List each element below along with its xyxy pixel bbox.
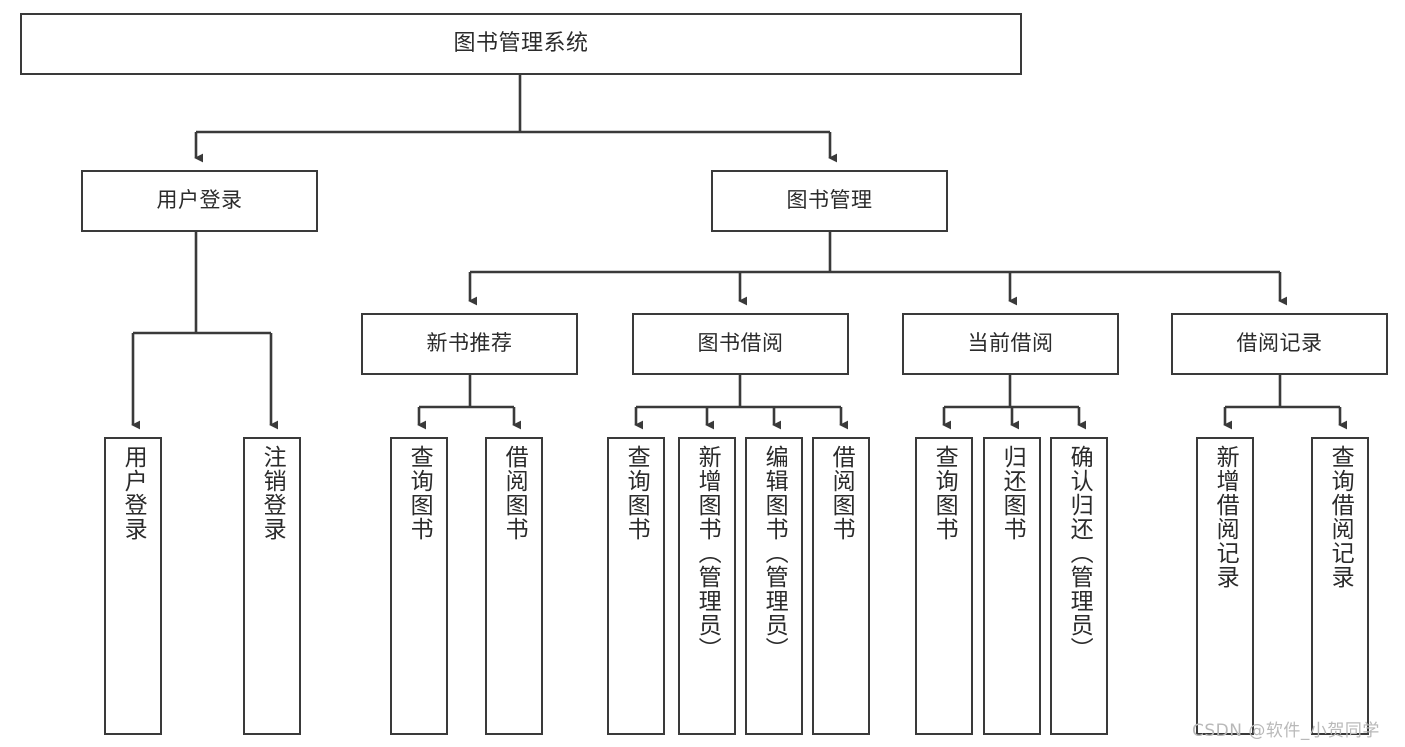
leaf-book-borrow-edit[interactable]: 编辑图书（管理员） — [745, 437, 803, 735]
node-label: 借阅图书 — [828, 445, 855, 541]
node-label: 借阅图书 — [501, 445, 528, 541]
leaf-current-borrow-query[interactable]: 查询图书 — [915, 437, 973, 735]
leaf-book-borrow-borrow[interactable]: 借阅图书 — [812, 437, 870, 735]
node-label: 查询图书 — [623, 445, 650, 541]
node-book-borrow[interactable]: 图书借阅 — [632, 313, 849, 375]
node-label: 编辑图书（管理员） — [761, 445, 788, 661]
node-new-book-recommend[interactable]: 新书推荐 — [361, 313, 578, 375]
node-label: 图书管理 — [786, 188, 873, 213]
node-label: 查询图书 — [406, 445, 433, 541]
leaf-book-borrow-add[interactable]: 新增图书（管理员） — [678, 437, 736, 735]
leaf-book-borrow-query[interactable]: 查询图书 — [607, 437, 665, 735]
leaf-current-borrow-return[interactable]: 归还图书 — [983, 437, 1041, 735]
node-label: 确认归还（管理员） — [1066, 445, 1093, 661]
leaf-current-borrow-confirm-return[interactable]: 确认归还（管理员） — [1050, 437, 1108, 735]
node-label: 图书管理系统 — [453, 30, 589, 56]
node-label: 用户登录 — [156, 188, 243, 213]
leaf-borrow-record-add[interactable]: 新增借阅记录 — [1196, 437, 1254, 735]
node-label: 当前借阅 — [967, 331, 1054, 356]
node-book-management[interactable]: 图书管理 — [711, 170, 948, 232]
node-label: 注销登录 — [259, 445, 286, 541]
node-label: 用户登录 — [120, 445, 147, 541]
leaf-new-book-query[interactable]: 查询图书 — [390, 437, 448, 735]
node-label: 新增借阅记录 — [1212, 445, 1239, 589]
leaf-borrow-record-query[interactable]: 查询借阅记录 — [1311, 437, 1369, 735]
node-label: 查询借阅记录 — [1327, 445, 1354, 589]
leaf-user-login-login[interactable]: 用户登录 — [104, 437, 162, 735]
node-borrow-record[interactable]: 借阅记录 — [1171, 313, 1388, 375]
node-label: 借阅记录 — [1236, 331, 1323, 356]
node-label: 查询图书 — [931, 445, 958, 541]
node-root-system[interactable]: 图书管理系统 — [20, 13, 1022, 75]
node-label: 图书借阅 — [697, 331, 784, 356]
node-label: 新增图书（管理员） — [694, 445, 721, 661]
node-user-login[interactable]: 用户登录 — [81, 170, 318, 232]
leaf-user-login-logout[interactable]: 注销登录 — [243, 437, 301, 735]
node-label: 归还图书 — [999, 445, 1026, 541]
leaf-new-book-borrow[interactable]: 借阅图书 — [485, 437, 543, 735]
node-label: 新书推荐 — [426, 331, 513, 356]
node-current-borrow[interactable]: 当前借阅 — [902, 313, 1119, 375]
watermark-text: CSDN @软件_小贺同学 — [1192, 721, 1380, 741]
